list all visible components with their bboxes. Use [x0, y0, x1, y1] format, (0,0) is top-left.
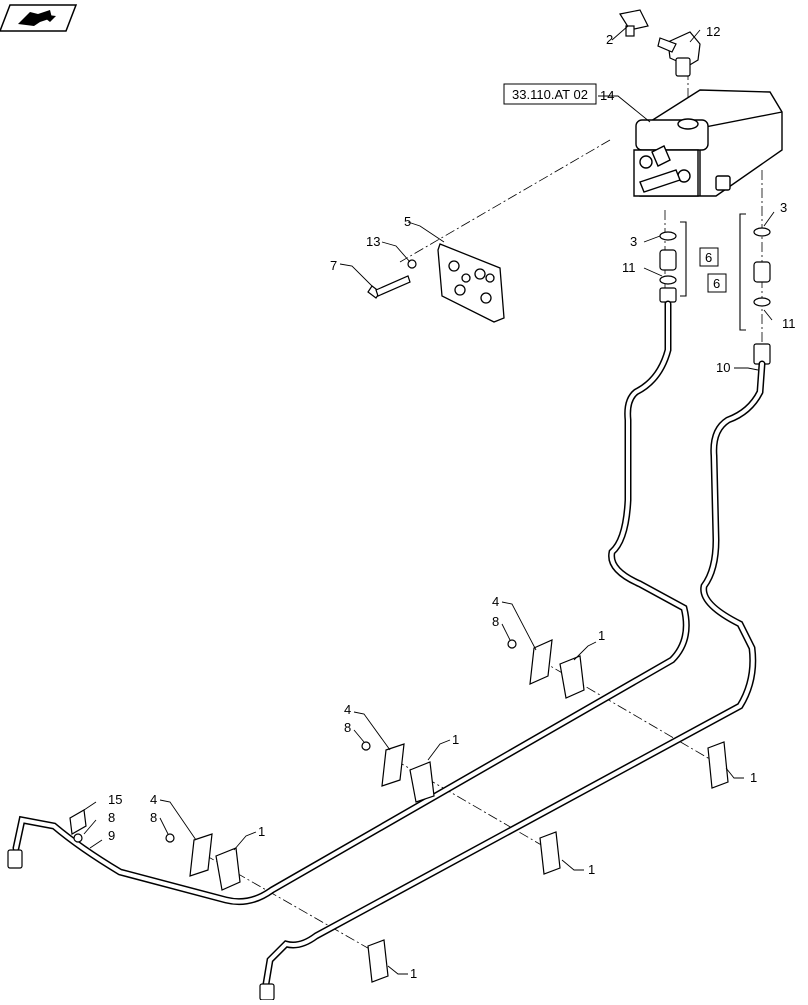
callout-1c: 1 — [258, 824, 265, 839]
callout-1a: 1 — [598, 628, 605, 643]
callout-10: 10 — [716, 360, 730, 375]
callout-14: 14 — [600, 88, 614, 103]
callout-3a: 3 — [630, 234, 637, 249]
callout-2: 2 — [606, 32, 613, 47]
callout-8a: 8 — [492, 614, 499, 629]
callout-11b: 11 — [782, 316, 796, 331]
callout-4a: 4 — [492, 594, 499, 609]
callout-13: 13 — [366, 234, 380, 249]
callout-12: 12 — [706, 24, 720, 39]
callout-labels: 2 12 14 5 13 7 3 11 6 6 3 11 10 4 8 1 4 … — [108, 24, 796, 981]
callout-15: 15 — [108, 792, 122, 807]
callout-8b: 8 — [344, 720, 351, 735]
leader-lines — [83, 25, 775, 975]
center-lines — [204, 70, 763, 956]
callout-1e: 1 — [588, 862, 595, 877]
pipe-tubes — [12, 300, 766, 988]
callout-7: 7 — [330, 258, 337, 273]
mounting-plate — [437, 243, 505, 323]
section-ref-text: 33.110.AT 02 — [512, 87, 588, 102]
clamps — [69, 639, 729, 983]
callout-9: 9 — [108, 828, 115, 843]
callout-6b: 6 — [713, 276, 720, 291]
section-reference[interactable]: 33.110.AT 02 — [503, 83, 597, 105]
callout-5: 5 — [404, 214, 411, 229]
bolt — [367, 259, 417, 299]
fitting-stack-right — [753, 227, 771, 365]
callout-8c: 8 — [150, 810, 157, 825]
callout-1b: 1 — [452, 732, 459, 747]
book-arrow-icon — [0, 4, 78, 32]
brackets — [680, 213, 746, 331]
callout-1f: 1 — [410, 966, 417, 981]
valve-block — [633, 89, 783, 197]
elbow-fitting — [619, 9, 701, 77]
callout-4b: 4 — [344, 702, 351, 717]
callout-11a: 11 — [622, 260, 636, 275]
fitting-stack-left — [659, 231, 677, 303]
callout-6a: 6 — [705, 250, 712, 265]
pipe-nuts — [7, 849, 275, 1001]
callout-3b: 3 — [780, 200, 787, 215]
callout-8d: 8 — [108, 810, 115, 825]
callout-4c: 4 — [150, 792, 157, 807]
callout-1d: 1 — [750, 770, 757, 785]
callout-boxes — [699, 247, 727, 293]
